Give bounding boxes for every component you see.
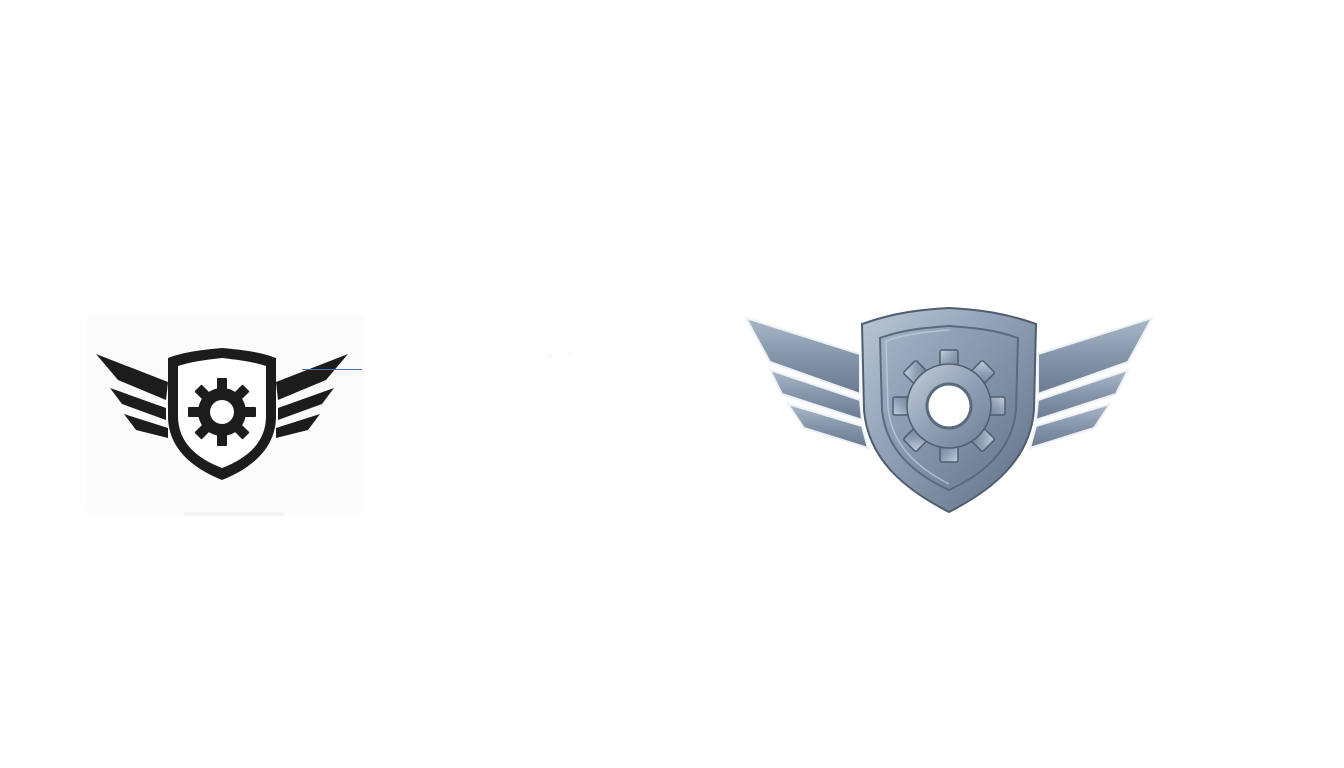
flat-shield-gear-wings-icon	[96, 348, 348, 480]
flat-logo-shadow	[184, 512, 284, 516]
metallic-shield-gear-wings-icon	[745, 306, 1153, 514]
faint-mark	[548, 352, 572, 358]
flat-logo-card	[88, 316, 362, 512]
accent-line	[302, 369, 362, 370]
